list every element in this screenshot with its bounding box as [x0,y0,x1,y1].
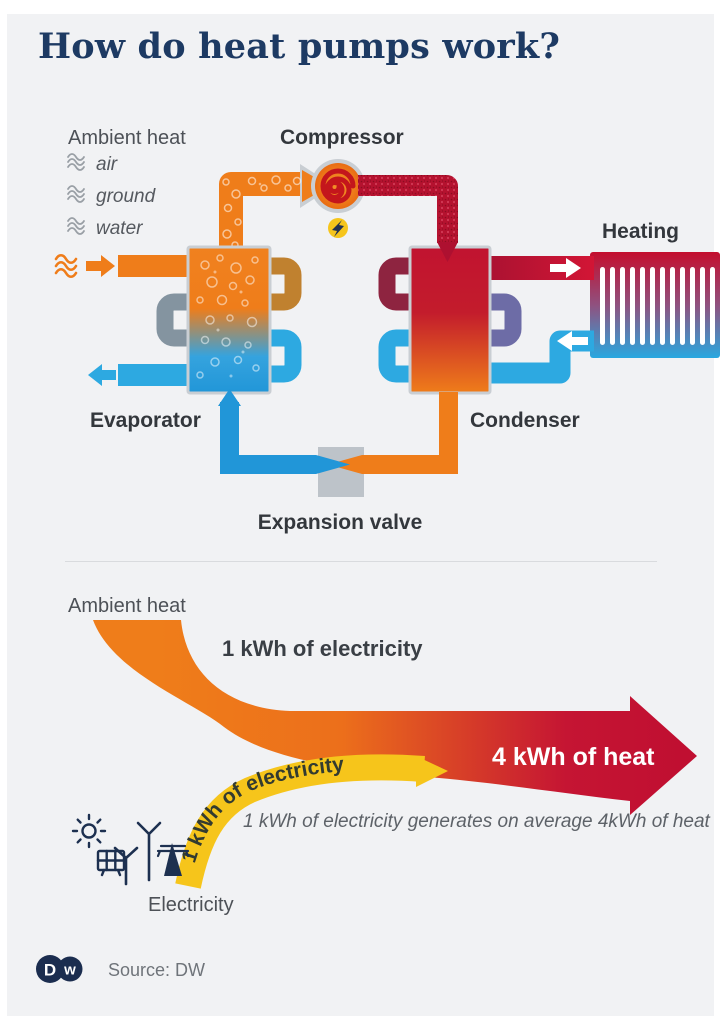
compressor-spiral-icon [320,168,356,204]
waves-ground-icon [67,185,85,203]
dw-logo-w: w [63,962,76,979]
source-ground-label: ground [96,186,157,207]
supply-arrow-icon [550,258,581,278]
heat-in-arrow-icon [86,255,115,277]
heat-output-label: 4 kWh of heat [492,743,655,771]
heat-waves-icon [54,253,78,279]
compressor-label: Compressor [280,126,404,149]
heat-inlet-pipe [118,255,190,277]
evaporator-coil-warm [262,257,302,311]
electricity-band [175,754,425,889]
pipe-bubbles [222,175,302,249]
evaporator-label: Evaporator [90,409,201,432]
source-water-label: water [96,218,143,239]
condenser-coil-cold [378,329,420,383]
condenser-coil-hot [378,257,420,311]
sankey-ambient-heat-label: Ambient heat [68,595,186,617]
waves-water-icon [67,217,85,235]
cold-outlet-pipe [118,364,190,386]
condenser-label: Condenser [470,409,580,432]
condenser-body [408,245,492,395]
efficiency-caption: 1 kWh of electricity generates on averag… [243,811,711,832]
liquid-pipe-horizontal [362,455,458,474]
wind-turbine-tall-icon [136,821,162,882]
source-air-label: air [96,154,118,175]
section-divider [65,561,657,562]
cold-pipe-taper [316,455,350,474]
dw-logo: D w [36,955,83,983]
dw-logo-d: D [44,961,56,980]
waves-air-icon [67,153,85,171]
cold-out-arrow-icon [88,364,116,386]
evaporator-bubbles [196,254,260,379]
radiator-slats [600,267,715,345]
power-pylon-icon [156,843,190,876]
evaporator-coil-mid [156,293,196,347]
evaporator-dots [213,182,262,378]
electricity-band-text: 1 kWh of electricity [177,753,345,866]
expansion-valve-label: Expansion valve [258,511,423,534]
solar-panel-icon [96,849,126,877]
cold-pipe-tip [218,389,241,406]
condenser-coil-mid [478,293,522,347]
return-arrow-icon [557,331,588,351]
heat-pump-diagram: Ambient heat air ground water [54,126,720,534]
cold-pipe-horizontal [220,455,316,474]
heat-flow-band [93,620,697,815]
electricity-icons [71,813,190,886]
footer: D w Source: DW [36,955,205,983]
electricity-band-arrow-icon [416,756,448,787]
lightning-bolt-icon [332,220,344,237]
electricity-input-label: 1 kWh of electricity [222,636,423,661]
heating-label: Heating [602,220,679,243]
discharge-pipe-tip [437,242,458,262]
liquid-pipe-vertical [439,392,458,474]
energy-flow-diagram: Ambient heat 1 kWh of electricity 4 kWh … [68,595,711,916]
source-text: Source: DW [108,960,205,980]
sun-icon [71,813,107,849]
electricity-label: Electricity [148,894,234,916]
ambient-heat-label: Ambient heat [68,127,186,149]
evaporator-coil-cold [262,329,302,383]
page-title: How do heat pumps work? [38,26,561,67]
discharge-pipe [358,175,458,243]
wind-turbine-small-icon [113,846,139,886]
